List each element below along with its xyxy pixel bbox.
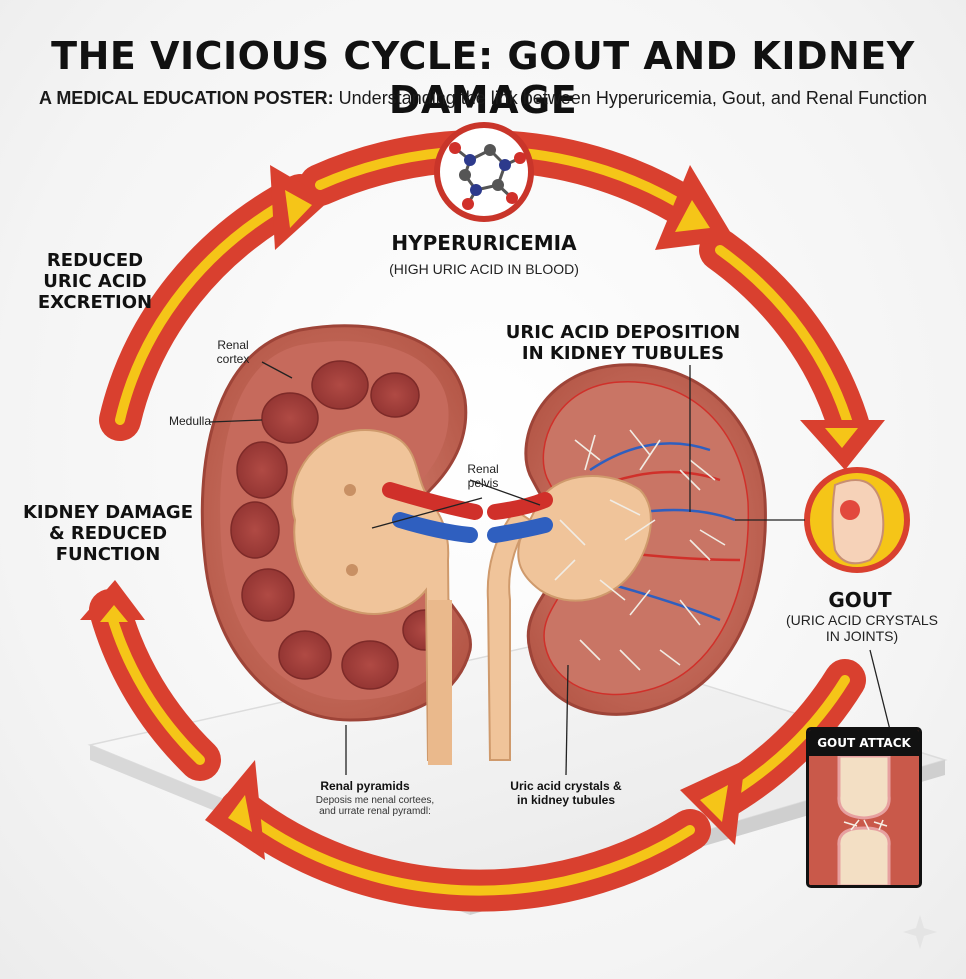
label-reduced-excretion-line2: URIC ACID xyxy=(43,271,147,292)
joint-illustration xyxy=(809,756,919,885)
label-reduced-excretion: REDUCED URIC ACID EXCRETION xyxy=(20,250,170,313)
label-renal-cortex-line1: Renal xyxy=(217,338,249,352)
label-uric-acid-crystals-line2: in kidney tubules xyxy=(516,793,615,807)
molecule-badge xyxy=(434,122,534,222)
label-gout-sub-line2: IN JOINTS) xyxy=(825,628,899,644)
label-kidney-damage-line2: & REDUCED xyxy=(48,523,168,544)
foot-icon xyxy=(831,479,885,565)
label-uric-acid-crystals-line1: Uric acid crystals & xyxy=(510,779,622,793)
uric-acid-crystals xyxy=(554,429,726,671)
label-uric-acid-crystals: Uric acid crystals & in kidney tubules xyxy=(496,779,636,807)
label-gout-sub-line1: (URIC ACID CRYSTALS xyxy=(786,612,938,628)
arrowhead-left xyxy=(80,580,145,620)
subtitle-rest: Understanding the link between Hyperuric… xyxy=(333,88,927,108)
label-renal-pelvis-line1: Renal xyxy=(467,462,499,476)
label-renal-pyramids-note-line2: and urrate renal pyramdl: xyxy=(319,806,431,817)
bone-top-icon xyxy=(837,756,891,820)
label-renal-pyramids-note-line1: Deposis me nenal cortees, xyxy=(315,795,435,806)
cycle-arrows xyxy=(89,129,871,912)
sparkle-icon xyxy=(903,915,937,949)
label-renal-cortex: Renal cortex xyxy=(208,338,258,366)
subtitle-bold: A MEDICAL EDUCATION POSTER: xyxy=(38,88,334,108)
label-renal-cortex-line2: cortex xyxy=(216,352,250,366)
healthy-kidney xyxy=(200,324,472,765)
damaged-kidney xyxy=(486,363,767,761)
right-vessels xyxy=(487,492,553,543)
label-hyperuricemia-sub: (HIGH URIC ACID IN BLOOD) xyxy=(389,261,579,277)
label-renal-pelvis: Renal pelvis xyxy=(458,462,508,490)
label-deposition-line2: IN KIDNEY TUBULES xyxy=(521,343,725,364)
label-deposition: URIC ACID DEPOSITION IN KIDNEY TUBULES xyxy=(498,322,748,364)
leader-lines xyxy=(209,361,891,776)
joint-crystals xyxy=(843,819,888,831)
label-gout-sub: (URIC ACID CRYSTALS IN JOINTS) xyxy=(772,612,952,644)
gout-attack-title: GOUT ATTACK xyxy=(809,730,919,756)
bone-bottom-icon xyxy=(837,826,891,885)
poster-subtitle: A MEDICAL EDUCATION POSTER: Understandin… xyxy=(0,88,966,109)
label-deposition-line1: URIC ACID DEPOSITION xyxy=(505,322,741,343)
gout-foot-badge xyxy=(804,467,910,573)
label-hyperuricemia: HYPERURICEMIA xyxy=(391,231,577,255)
gout-attack-panel: GOUT ATTACK xyxy=(806,727,922,888)
label-reduced-excretion-line3: EXCRETION xyxy=(37,292,153,313)
label-medulla: Medulla xyxy=(168,414,212,428)
label-renal-pyramids: Renal pyramids xyxy=(320,779,410,793)
label-kidney-damage-line1: KIDNEY DAMAGE xyxy=(22,502,194,523)
label-renal-pyramids-note: Deposis me nenal cortees, and urrate ren… xyxy=(300,795,450,817)
poster-title: THE VICIOUS CYCLE: GOUT AND KIDNEY DAMAG… xyxy=(51,34,915,122)
label-kidney-damage-line3: FUNCTION xyxy=(55,544,161,565)
label-kidney-damage: KIDNEY DAMAGE & REDUCED FUNCTION xyxy=(18,502,198,565)
label-gout: GOUT xyxy=(828,588,892,612)
label-renal-pelvis-line2: pelvis xyxy=(467,476,499,490)
left-vessels xyxy=(382,482,483,543)
label-reduced-excretion-line1: REDUCED xyxy=(46,250,144,271)
